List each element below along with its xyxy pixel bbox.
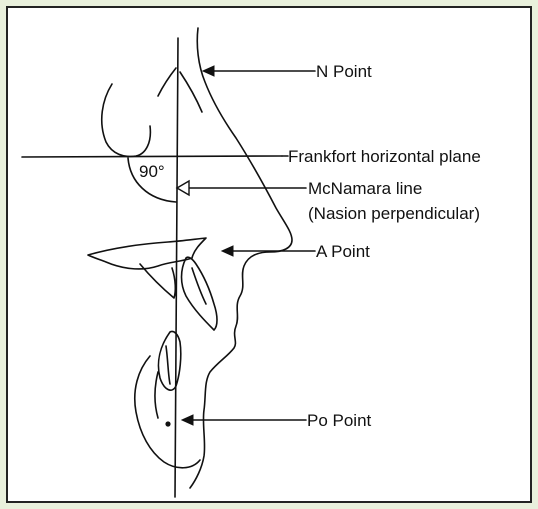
po-point-label: Po Point <box>307 411 372 430</box>
n-point-arrowhead <box>203 66 214 76</box>
lower-incisor-inner <box>166 346 170 384</box>
n-point-label: N Point <box>316 62 372 81</box>
palatal-plane <box>88 238 206 269</box>
a-point-label: A Point <box>316 242 370 261</box>
orbit-outline <box>102 84 151 156</box>
mandible-inner <box>155 372 158 418</box>
frankfort-horizontal-line <box>22 156 282 157</box>
nasal-bone-inner <box>180 72 202 112</box>
maxilla-body <box>140 264 175 298</box>
soft-tissue-profile <box>190 28 292 488</box>
po-point-dot <box>165 421 170 426</box>
a-point-arrowhead <box>222 246 233 256</box>
mandibular-symphysis <box>135 356 200 468</box>
mcnamara-vertical-line <box>175 38 178 497</box>
nasal-bone <box>158 68 176 96</box>
mcnamara-arrowhead <box>177 181 189 195</box>
frankfort-label: Frankfort horizontal plane <box>288 147 481 166</box>
upper-incisor <box>182 257 218 330</box>
nasion-perpendicular-label: (Nasion perpendicular) <box>308 204 480 223</box>
mcnamara-label: McNamara line <box>308 179 422 198</box>
angle-label: 90° <box>139 162 165 181</box>
upper-incisor-root <box>192 268 206 304</box>
po-point-arrowhead <box>182 415 193 425</box>
